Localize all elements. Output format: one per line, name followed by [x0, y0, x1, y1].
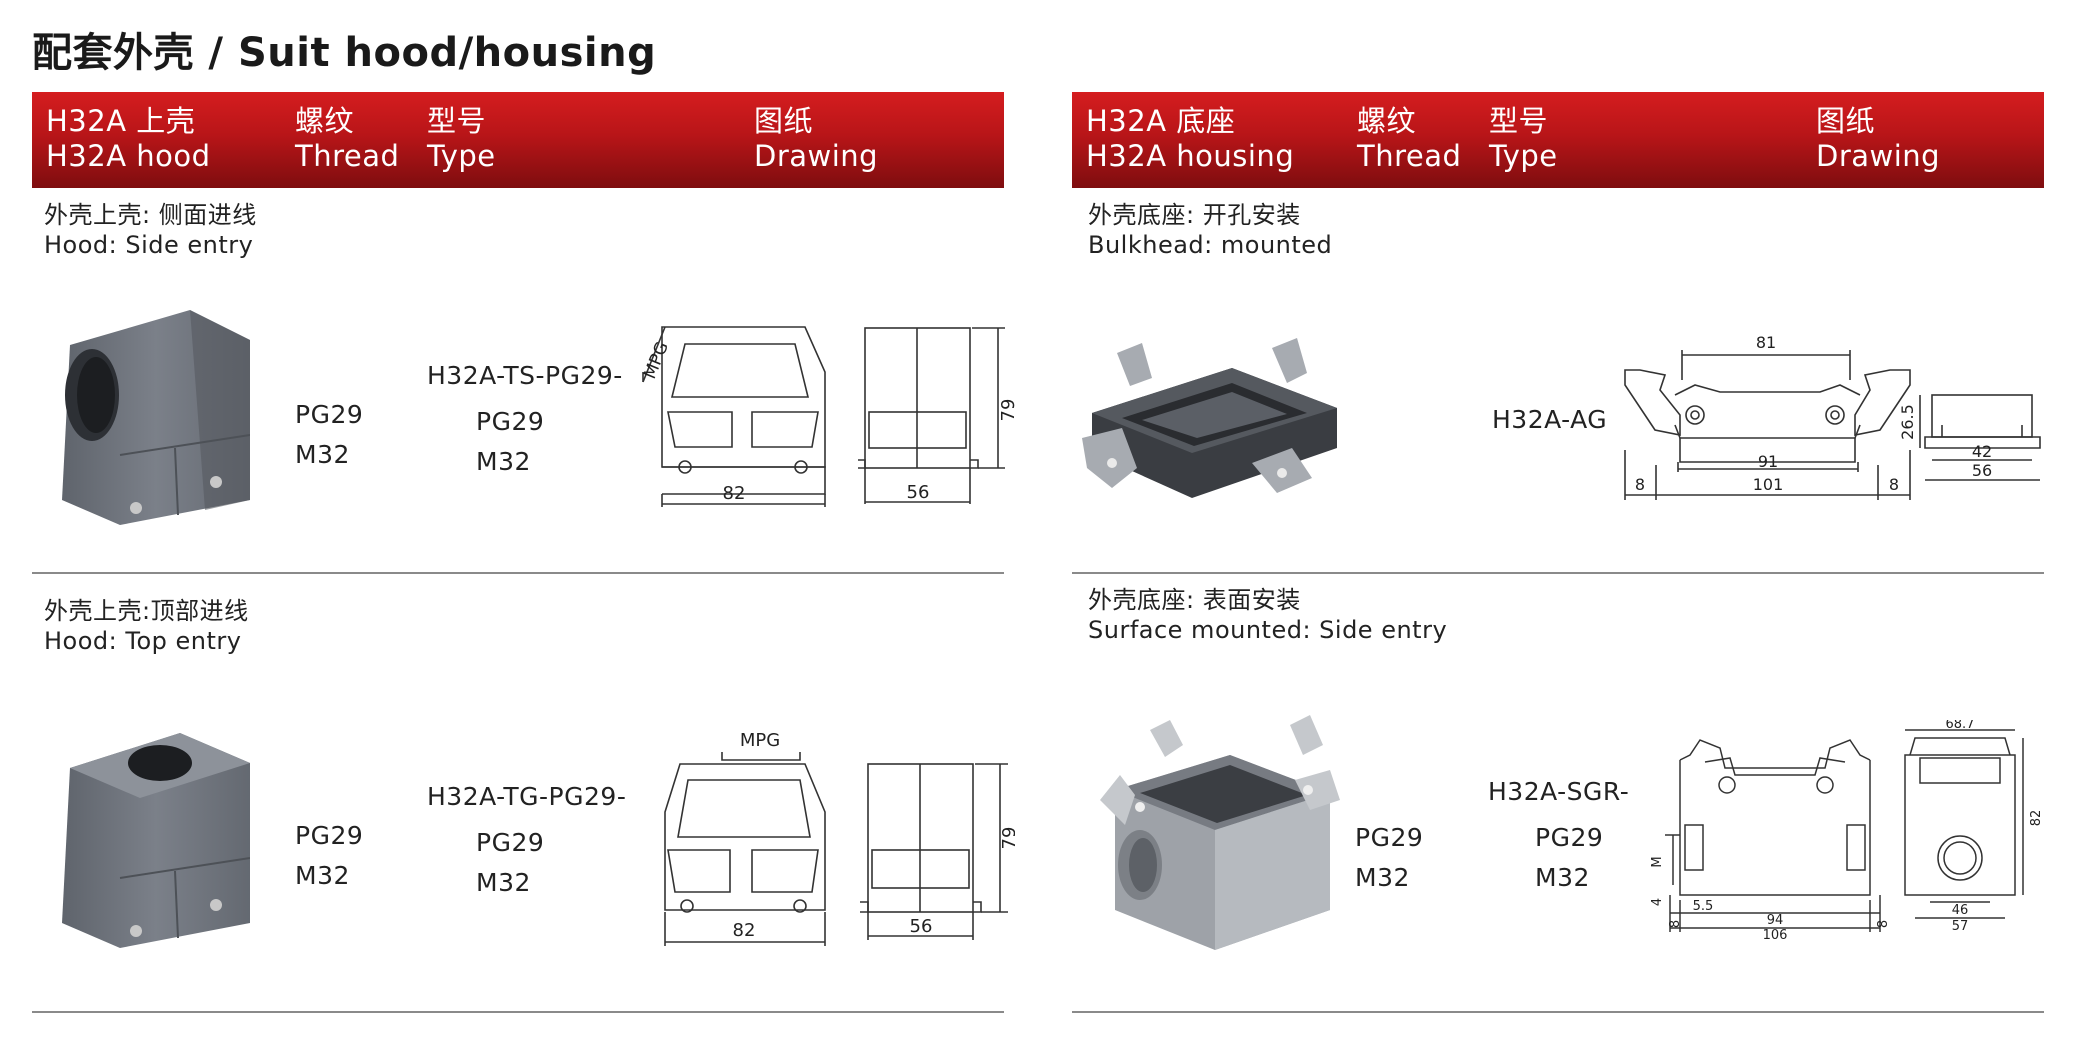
dim-46: 46 [1952, 903, 1969, 918]
bulkhead-housing-image [1082, 338, 1337, 498]
dim-8-left: 8 [1668, 920, 1683, 928]
row-divider [32, 1011, 1004, 1013]
surface-housing-drawing: M 4 8 5.5 94 106 8 68.7 82 46 57 [1650, 720, 2044, 943]
dim-5-5: 5.5 [1693, 899, 1714, 914]
dim-42: 42 [1972, 442, 1992, 461]
dim-8-right: 8 [1876, 920, 1891, 928]
row-divider [1072, 1011, 2044, 1013]
dim-total: 101 [1753, 475, 1784, 494]
hood-side-entry-drawing: 82 56 79 MPG [640, 326, 1015, 507]
row-divider [1072, 572, 2044, 574]
dim-56: 56 [1972, 461, 1992, 480]
dim-mpg: MPG [740, 730, 780, 751]
dim-width: 82 [733, 920, 756, 941]
dim-height: 79 [999, 827, 1015, 850]
dim-inner: 91 [1758, 452, 1778, 471]
hood-top-entry-drawing: MPG 82 56 79 [664, 730, 1015, 946]
dim-width: 82 [723, 483, 746, 504]
dim-68-7: 68.7 [1946, 720, 1975, 732]
dim-106: 106 [1763, 928, 1788, 943]
dim-94: 94 [1767, 913, 1784, 928]
row-divider [32, 572, 1004, 574]
dim-height: 79 [998, 399, 1015, 422]
dim-mpg: MPG [640, 339, 673, 382]
type-code: H32A-TS-PG29- [427, 361, 623, 390]
type-code: H32A-AG [1492, 405, 1608, 434]
bulkhead-housing-drawing: 81 91 101 8 8 26.5 42 56 [1624, 333, 2041, 500]
dim-top: 81 [1756, 333, 1776, 352]
dim-57: 57 [1952, 919, 1969, 934]
type-code: H32A-TG-PG29- [427, 782, 627, 811]
dim-height: 26.5 [1898, 404, 1917, 440]
hood-side-entry-image [62, 310, 250, 525]
dim-side-left: 8 [1635, 475, 1645, 494]
dim-depth: 56 [907, 482, 930, 503]
dim-82: 82 [2029, 810, 2044, 827]
dim-m: M [1650, 856, 1665, 867]
surface-housing-image [1100, 715, 1340, 950]
dim-depth: 56 [910, 916, 933, 937]
dim-4: 4 [1650, 898, 1665, 906]
page-title: 配套外壳 / Suit hood/housing [32, 30, 657, 76]
type-code: H32A-SGR- [1488, 777, 1630, 806]
dim-side-right: 8 [1889, 475, 1899, 494]
hood-top-entry-image [62, 733, 250, 948]
